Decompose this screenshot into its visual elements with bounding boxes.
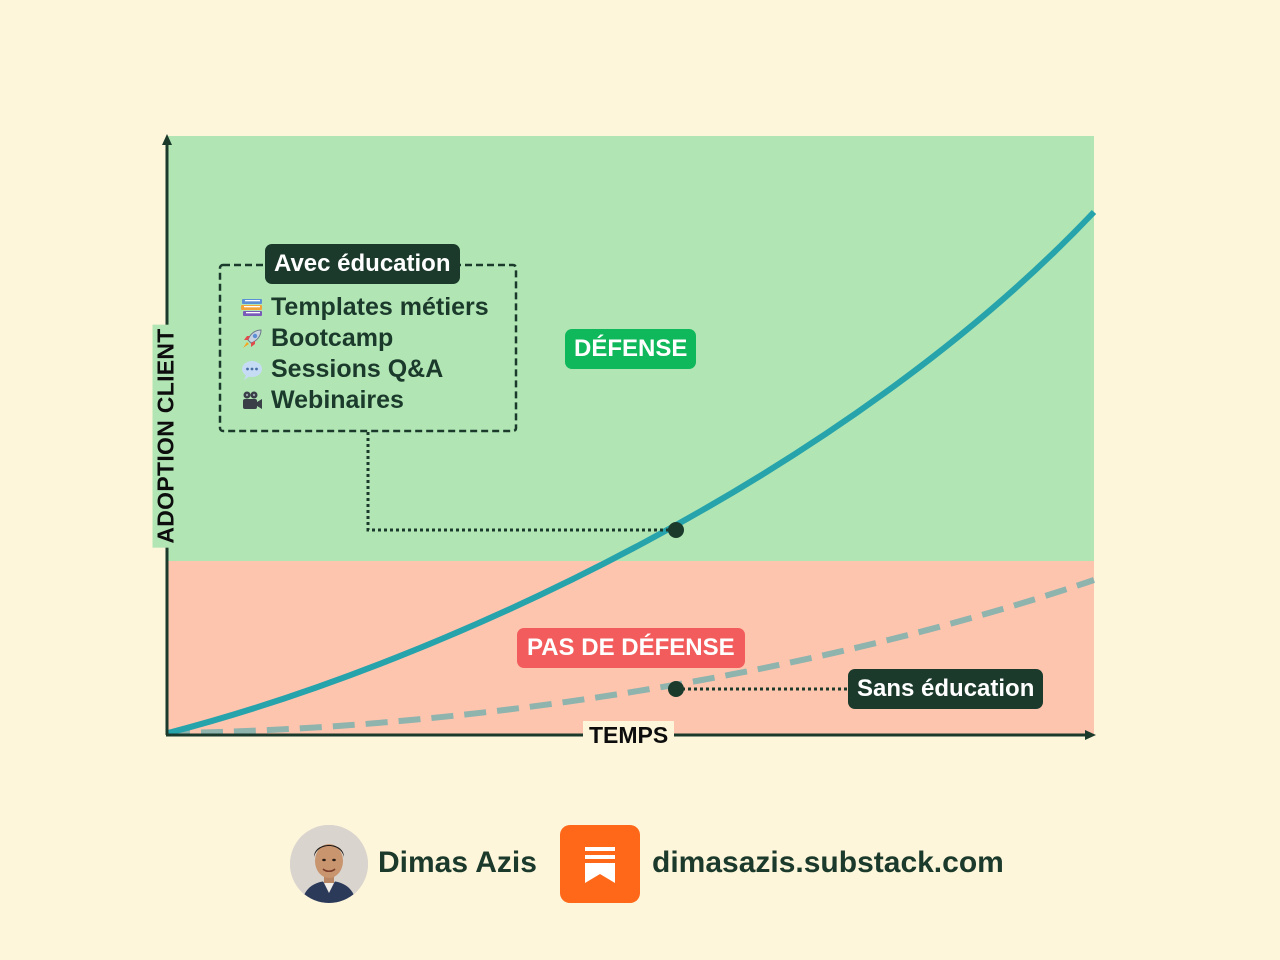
author-name: Dimas Azis: [378, 846, 537, 879]
y-axis-arrow: [162, 134, 172, 145]
y-axis-label: ADOPTION CLIENT: [152, 324, 180, 548]
education-item-label: Sessions Q&A: [271, 355, 444, 383]
substack-logo[interactable]: [560, 825, 640, 903]
with-education-label: Avec éducation: [265, 244, 460, 284]
avatar: [290, 825, 368, 903]
education-item-label: Bootcamp: [271, 324, 394, 352]
rocket-icon: [240, 327, 264, 351]
education-list: Templates métiers Bootcamp: [240, 292, 489, 416]
x-axis-label: TEMPS: [583, 721, 675, 750]
education-item-label: Templates métiers: [271, 293, 489, 321]
site-url-link[interactable]: dimasazis.substack.com: [652, 846, 1004, 879]
list-item: Bootcamp: [240, 323, 489, 354]
list-item: Webinaires: [240, 385, 489, 416]
video-camera-icon: [240, 389, 264, 413]
without-education-curve: [167, 577, 1095, 736]
list-item: Sessions Q&A: [240, 354, 489, 385]
no-defense-zone-label: PAS DE DÉFENSE: [517, 628, 745, 668]
x-axis-arrow: [1085, 730, 1096, 740]
list-item: Templates métiers: [240, 292, 489, 323]
without-education-label: Sans éducation: [848, 669, 1044, 709]
without-education-point: [668, 681, 684, 697]
with-education-connector: [366, 432, 676, 532]
education-item-label: Webinaires: [271, 386, 404, 414]
books-icon: [240, 296, 264, 320]
with-education-point: [668, 522, 684, 538]
speech-bubble-icon: [240, 358, 264, 382]
with-education-curve: [167, 209, 1097, 736]
defense-zone-label: DÉFENSE: [565, 329, 697, 369]
